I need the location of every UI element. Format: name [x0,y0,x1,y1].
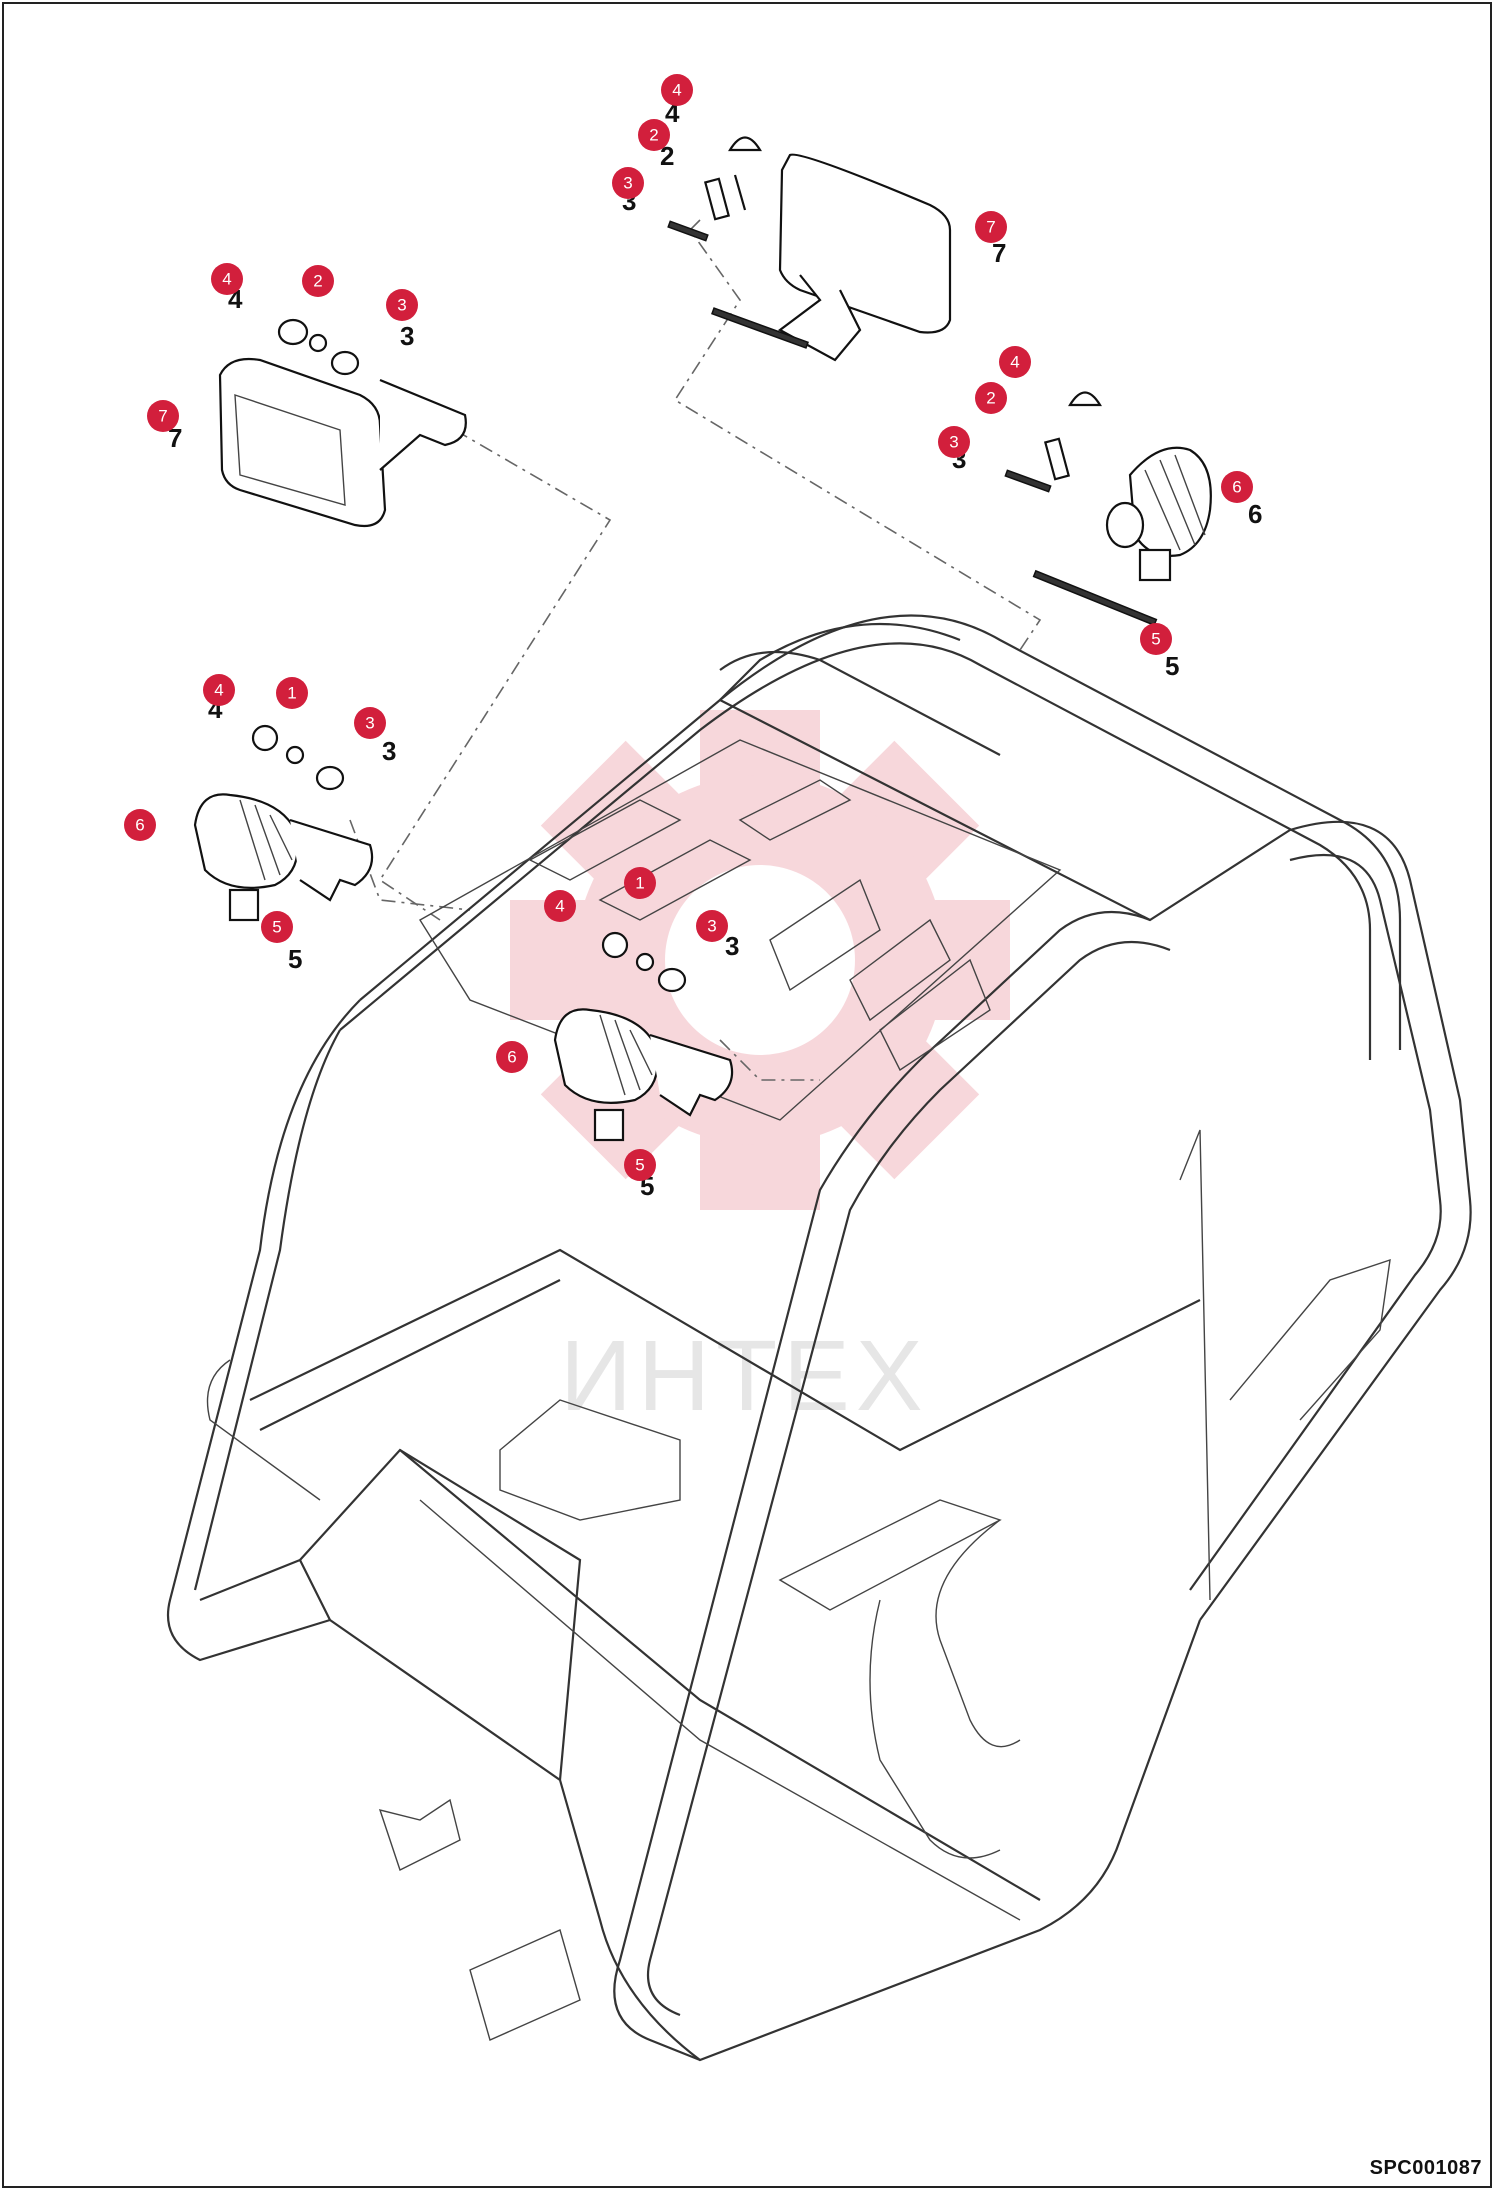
part-number: 5 [288,944,302,974]
callout-marker: 3 [612,167,644,199]
callout-marker: 4 [999,346,1031,378]
svg-text:2: 2 [986,389,995,408]
svg-text:1: 1 [287,684,296,703]
callout-marker: 1 [624,867,656,899]
svg-text:7: 7 [986,218,995,237]
callout-marker: 7 [147,400,179,432]
svg-text:3: 3 [397,296,406,315]
callout-marker: 3 [938,426,970,458]
callout-marker: 4 [211,263,243,295]
svg-text:5: 5 [635,1156,644,1175]
svg-text:3: 3 [949,433,958,452]
work-light-rectangular-top [667,136,952,362]
svg-text:4: 4 [214,681,223,700]
callout-marker: 5 [261,911,293,943]
callout-marker: 3 [386,289,418,321]
work-light-round-left [193,724,374,922]
part-number: 3 [400,321,414,351]
callout-marker: 4 [661,74,693,106]
callout-marker: 6 [496,1041,528,1073]
callout-marker: 4 [203,674,235,706]
part-number: 3 [725,931,739,961]
document-code: SPC001087 [1369,2157,1482,2179]
callout-marker: 5 [624,1149,656,1181]
part-number: 7 [168,423,182,453]
svg-text:3: 3 [707,917,716,936]
part-number: 2 [660,141,674,171]
svg-text:6: 6 [507,1048,516,1067]
svg-text:3: 3 [365,714,374,733]
svg-text:ИНТЕХ: ИНТЕХ [560,1320,929,1432]
callout-marker: 6 [124,809,156,841]
part-number: 7 [992,238,1006,268]
part-number: 6 [1248,499,1262,529]
svg-text:4: 4 [555,897,564,916]
work-light-round-center [553,931,734,1142]
svg-text:5: 5 [1151,630,1160,649]
svg-text:6: 6 [1232,478,1241,497]
callout-markers: 4 2 3 7 4 2 3 7 4 2 3 6 5 4 1 3 6 5 4 1 … [124,74,1253,1181]
callout-marker: 5 [1140,623,1172,655]
work-light-rectangular-left [218,318,467,528]
part-number: 5 [1165,651,1179,681]
leader-lines [349,219,1042,1081]
svg-text:5: 5 [272,918,281,937]
cab-frame [166,614,1472,2062]
svg-text:2: 2 [313,272,322,291]
svg-text:6: 6 [135,816,144,835]
callout-marker: 1 [276,677,308,709]
svg-text:3: 3 [623,174,632,193]
callout-marker: 3 [354,707,386,739]
svg-text:4: 4 [222,270,231,289]
callout-marker: 2 [975,382,1007,414]
part-number: 3 [382,736,396,766]
work-light-round-right [1004,391,1212,627]
callout-marker: 7 [975,211,1007,243]
svg-text:1: 1 [635,874,644,893]
svg-text:4: 4 [1010,353,1019,372]
callout-marker: 3 [696,910,728,942]
svg-text:7: 7 [158,407,167,426]
callout-marker: 6 [1221,471,1253,503]
svg-text:4: 4 [672,81,681,100]
callout-marker: 4 [544,890,576,922]
callout-marker: 2 [302,265,334,297]
svg-text:2: 2 [649,126,658,145]
watermark-text: ИНТЕХ [560,1320,929,1432]
callout-marker: 2 [638,119,670,151]
watermark-logo [510,710,1010,1210]
